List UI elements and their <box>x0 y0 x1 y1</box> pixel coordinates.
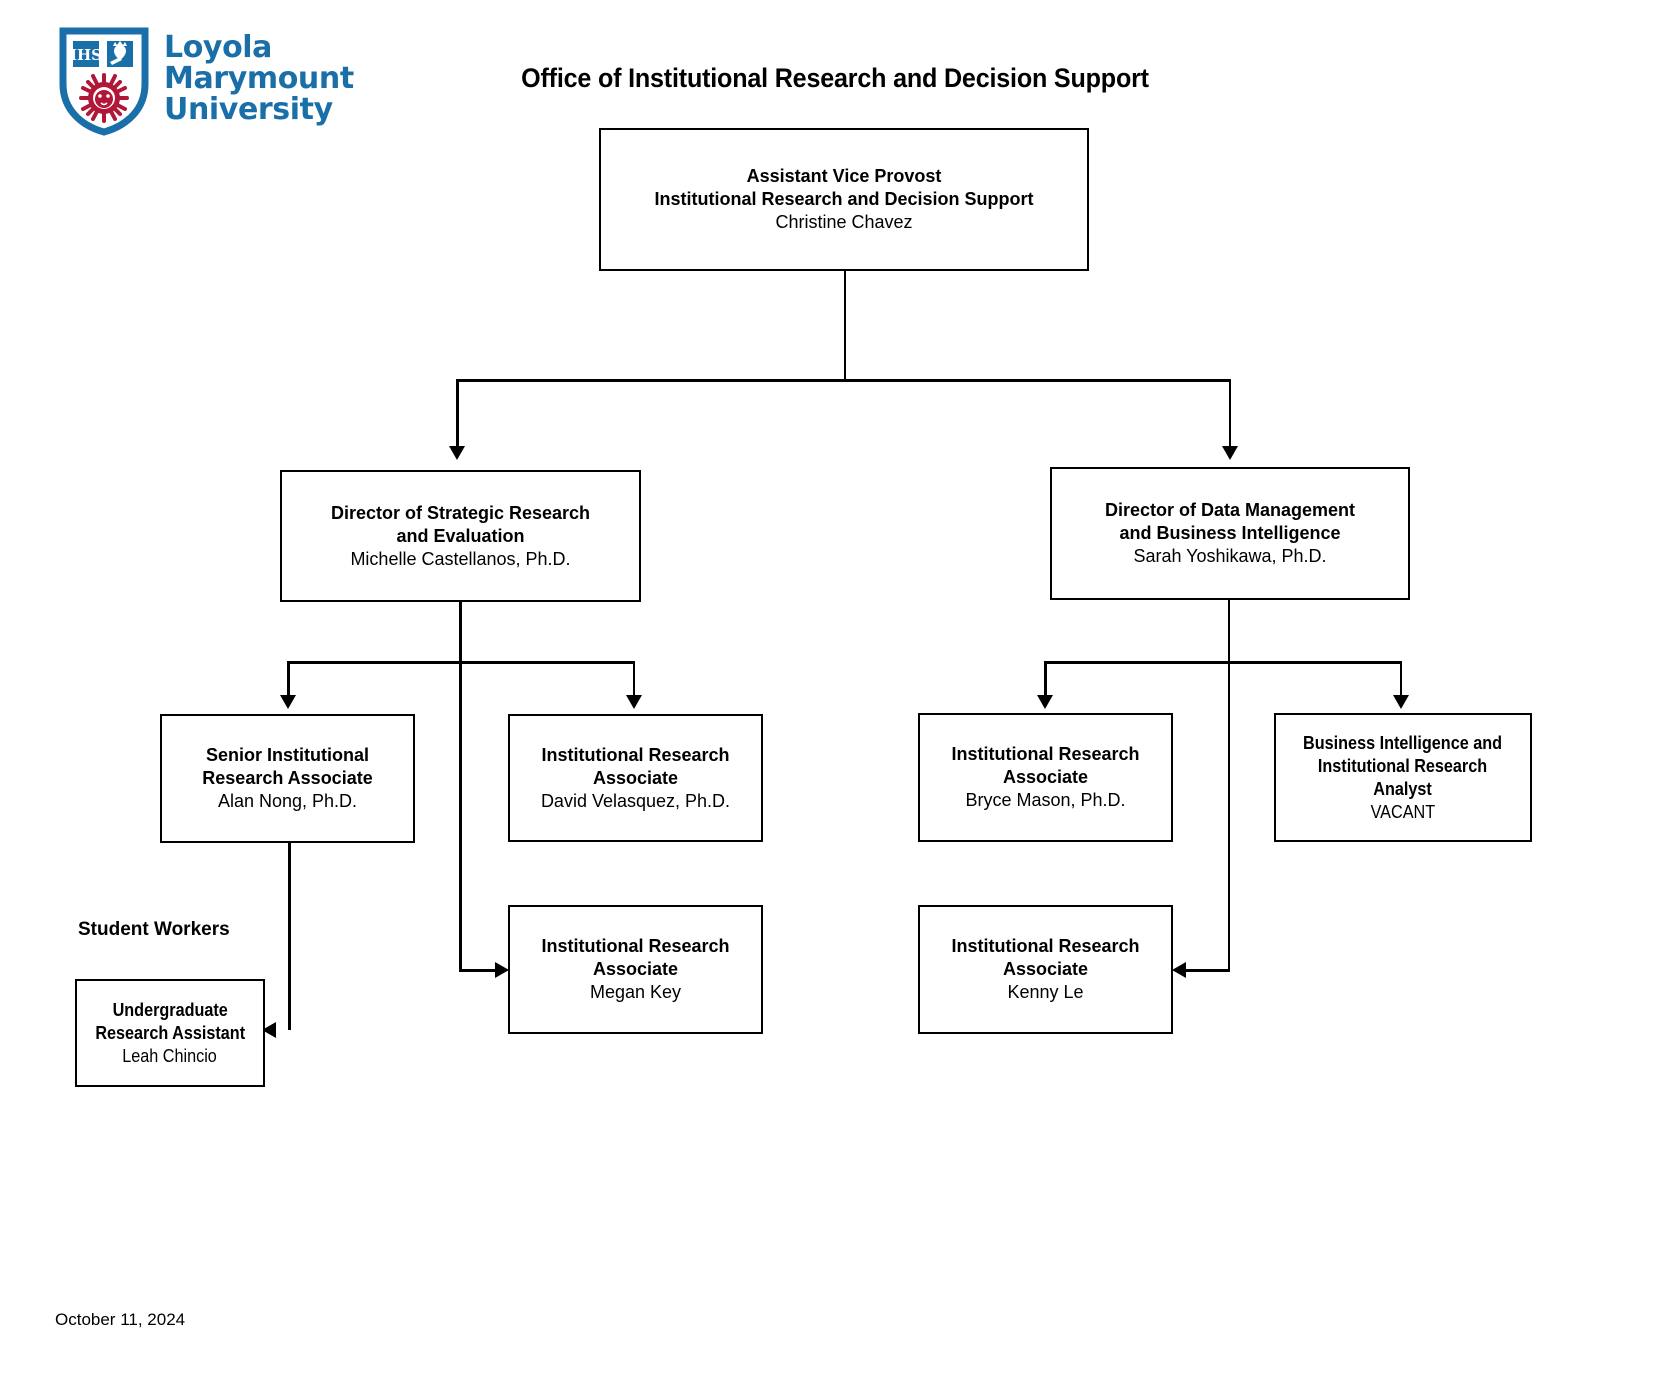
node-undergraduate-research-assistant[interactable]: Undergraduate Research Assistant Leah Ch… <box>75 979 265 1087</box>
node-name: Leah Chincio <box>122 1045 218 1066</box>
connector-sre-to-key <box>459 969 504 972</box>
logo-line-2: Marymount <box>164 61 354 96</box>
arrowhead-to-velasquez <box>625 695 642 709</box>
arrowhead-to-dir-dmbi <box>1221 446 1238 460</box>
arrowhead-to-le <box>1172 962 1186 978</box>
shield-icon: IHS <box>59 27 149 136</box>
connector-avp-to-dmbi <box>1228 379 1231 450</box>
connector-sre-bus <box>287 661 635 664</box>
node-title: Institutional Research Associate <box>541 936 730 979</box>
node-senior-institutional-research-associate[interactable]: Senior Institutional Research Associate … <box>160 714 415 843</box>
node-title: Institutional Research Associate <box>541 744 730 788</box>
connector-sre-to-velasquez <box>632 661 635 699</box>
node-bi-and-ir-analyst[interactable]: Business Intelligence and Institutional … <box>1274 713 1532 842</box>
node-name: Alan Nong, Ph.D. <box>217 791 358 811</box>
node-name: David Velasquez, Ph.D. <box>540 790 731 811</box>
date-label: October 11, 2024 <box>55 1310 186 1329</box>
group-label-student-workers: Student Workers <box>78 919 230 940</box>
node-director-data-management[interactable]: Director of Data Management and Business… <box>1050 467 1410 600</box>
node-ira-megan-key[interactable]: Institutional Research Associate Megan K… <box>508 905 763 1034</box>
connector-dmbi-bus <box>1044 661 1402 664</box>
node-name: VACANT <box>1370 801 1436 822</box>
arrowhead-to-key <box>495 962 509 978</box>
connector-dmbi-to-bi-analyst <box>1399 661 1402 699</box>
ihs-monogram-icon <box>73 41 99 67</box>
logo-line-3: University <box>164 92 333 127</box>
node-ira-kenny-le[interactable]: Institutional Research Associate Kenny L… <box>918 905 1173 1034</box>
connector-avp-to-sre <box>456 379 459 450</box>
node-name: Kenny Le <box>1007 982 1084 1002</box>
node-name: Bryce Mason, Ph.D. <box>965 790 1126 810</box>
node-title: Assistant Vice Provost Institutional Res… <box>654 166 1034 209</box>
node-title: Senior Institutional Research Associate <box>202 745 373 788</box>
node-name: Christine Chavez <box>775 212 913 232</box>
node-name: Megan Key <box>589 982 682 1002</box>
node-name: Michelle Castellanos, Ph.D. <box>350 548 571 569</box>
connector-sre-trunk <box>459 602 462 972</box>
node-title: Undergraduate Research Assistant <box>95 999 245 1043</box>
node-name: Sarah Yoshikawa, Ph.D. <box>1133 546 1327 566</box>
connector-dmbi-to-le <box>1186 969 1230 972</box>
node-ira-bryce-mason[interactable]: Institutional Research Associate Bryce M… <box>918 713 1173 842</box>
node-title: Business Intelligence and Institutional … <box>1303 732 1503 799</box>
lmu-logo: IHS <box>58 26 358 138</box>
node-title: Institutional Research Associate <box>951 936 1140 979</box>
logo-line-1: Loyola <box>164 30 273 65</box>
node-assistant-vice-provost[interactable]: Assistant Vice Provost Institutional Res… <box>599 128 1089 271</box>
connector-sr-ira-to-ura <box>288 843 291 1030</box>
connector-sre-to-sr-ira <box>287 661 290 699</box>
lion-head-icon <box>79 73 129 123</box>
arrowhead-to-mason <box>1037 695 1053 709</box>
connector-dmbi-to-mason <box>1044 661 1047 699</box>
arrowhead-to-sr-ira <box>280 695 296 709</box>
connector-avp-trunk <box>843 271 846 381</box>
node-title: Institutional Research Associate <box>951 744 1140 787</box>
arrowhead-to-ura <box>262 1022 276 1038</box>
node-title: Director of Strategic Research and Evalu… <box>330 502 591 546</box>
connector-avp-bus <box>456 379 1231 382</box>
node-ira-david-velasquez[interactable]: Institutional Research Associate David V… <box>508 714 763 842</box>
svg-text:IHS: IHS <box>70 46 102 64</box>
arrowhead-to-dir-sre <box>449 446 465 460</box>
arrowhead-to-bi-analyst <box>1392 695 1409 709</box>
node-director-strategic-research[interactable]: Director of Strategic Research and Evalu… <box>280 470 641 602</box>
connector-dmbi-trunk <box>1227 600 1230 972</box>
node-title: Director of Data Management and Business… <box>1104 500 1356 543</box>
page-title: Office of Institutional Research and Dec… <box>521 63 1149 93</box>
